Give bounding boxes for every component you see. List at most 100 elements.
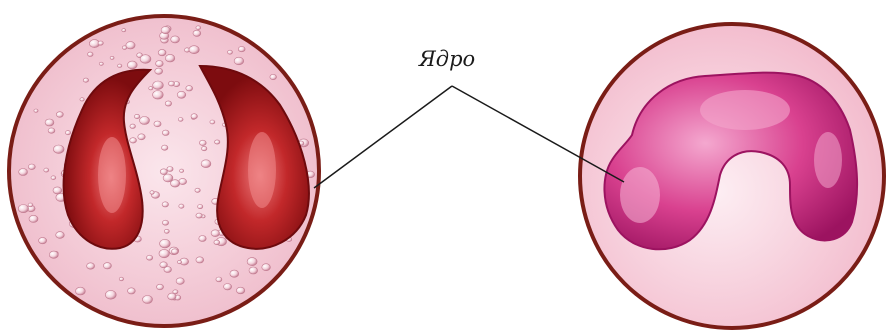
cytoplasm-granule [162, 145, 168, 150]
left-cell [9, 16, 319, 326]
cytoplasm-granule [45, 119, 54, 126]
cytoplasm-granule [224, 284, 232, 290]
cytoplasm-granule [249, 267, 258, 274]
cytoplasm-granule [118, 64, 122, 67]
cytoplasm-granule [28, 164, 35, 170]
leader-line-left [314, 86, 452, 188]
cytoplasm-granule [177, 91, 186, 98]
cytoplasm-granule [29, 215, 38, 222]
cytoplasm-granule [143, 296, 153, 304]
cytoplasm-granule [247, 258, 257, 266]
cytoplasm-granule [262, 264, 271, 271]
cytoplasm-granule [39, 237, 47, 243]
cytoplasm-granule [162, 202, 168, 207]
cytoplasm-granule [56, 232, 65, 239]
cytoplasm-granule [210, 120, 215, 124]
cytoplasm-granule [196, 26, 201, 30]
cytoplasm-granule [160, 169, 167, 175]
cytoplasm-granule [153, 81, 164, 89]
cytoplasm-granule [178, 118, 183, 122]
cytoplasm-granule [87, 263, 95, 269]
right-cell [580, 24, 884, 328]
cytoplasm-granule [158, 49, 166, 55]
cytoplasm-granule [216, 277, 222, 282]
cytoplasm-granule [211, 230, 219, 237]
cytoplasm-granule [199, 140, 206, 145]
cytoplasm-granule [127, 288, 135, 294]
cytoplasm-granule [48, 128, 55, 133]
cytoplasm-granule [127, 61, 137, 69]
nucleus-label: Ядро [418, 47, 475, 71]
cytoplasm-granule [130, 124, 136, 128]
cytoplasm-granule [134, 114, 139, 118]
cytoplasm-granule [119, 277, 123, 281]
cytoplasm-granule [171, 180, 180, 187]
cytoplasm-granule [167, 167, 173, 172]
cytoplasm-granule [238, 46, 245, 51]
cytoplasm-granule [270, 74, 277, 79]
cytoplasm-granule [180, 169, 184, 172]
cytoplasm-granule [122, 29, 126, 32]
cytoplasm-granule [34, 109, 38, 112]
cytoplasm-granule [191, 114, 197, 119]
cytoplasm-granule [159, 249, 169, 257]
cytoplasm-granule [51, 176, 56, 180]
cytoplasm-granule [193, 30, 201, 36]
cytoplasm-granule [199, 236, 206, 242]
cytoplasm-granule [98, 41, 103, 45]
cytoplasm-granule [150, 191, 154, 195]
cytoplasm-granule [157, 284, 164, 290]
cytoplasm-granule [165, 54, 174, 62]
cytoplasm-granule [99, 62, 103, 65]
cytoplasm-granule [53, 145, 64, 153]
cytoplasm-granule [155, 68, 163, 74]
cytoplasm-granule [169, 81, 175, 86]
cytoplasm-granule [161, 27, 170, 34]
cytoplasm-granule [130, 138, 137, 143]
cytoplasm-granule [49, 251, 58, 258]
cytoplasm-granule [228, 50, 233, 54]
cytoplasm-granule [186, 86, 193, 91]
cytoplasm-granule [140, 55, 151, 64]
cytoplasm-granule [76, 287, 86, 295]
cytoplasm-granule [156, 61, 164, 67]
cytoplasm-granule [189, 46, 199, 54]
cytoplasm-granule [80, 98, 84, 101]
cytoplasm-granule [28, 203, 33, 207]
cytoplasm-granule [214, 240, 220, 245]
cytoplasm-granule [153, 91, 164, 100]
cytoplasm-granule [18, 205, 28, 213]
cytoplasm-granule [162, 130, 169, 135]
cytoplasm-granule [154, 121, 161, 127]
cytoplasm-granule [171, 36, 180, 43]
cytoplasm-granule [140, 117, 150, 125]
nucleus-annotation: Ядро [314, 47, 624, 188]
cytoplasm-granule [215, 140, 220, 144]
cytoplasm-granule [198, 205, 203, 209]
cytoplasm-granule [176, 278, 184, 285]
cytoplasm-granule [236, 287, 244, 294]
cytoplasm-granule [196, 257, 204, 263]
cytoplasm-granule [160, 239, 171, 248]
cytoplasm-granule [19, 169, 28, 176]
cytoplasm-granule [105, 290, 116, 299]
cytoplasm-granule [44, 168, 49, 172]
cytoplasm-granule [103, 263, 111, 269]
cytoplasm-granule [177, 260, 181, 263]
cytoplasm-granule [88, 52, 94, 56]
cytoplasm-granule [171, 249, 178, 254]
cytoplasm-granule [196, 213, 202, 218]
cytoplasm-granule [195, 188, 200, 192]
cytoplasm-granule [147, 255, 153, 260]
cytoplasm-granule [149, 87, 153, 90]
cytoplasm-granule [126, 42, 135, 49]
cytoplasm-granule [179, 204, 184, 208]
cytoplasm-granule [162, 220, 168, 225]
cytoplasm-granule [168, 293, 176, 300]
cytoplasm-granule [164, 229, 169, 233]
cytoplasm-granule [65, 131, 70, 135]
cytoplasm-granule [202, 146, 207, 150]
cytoplasm-granule [138, 134, 145, 140]
cytoplasm-granule [53, 187, 62, 194]
